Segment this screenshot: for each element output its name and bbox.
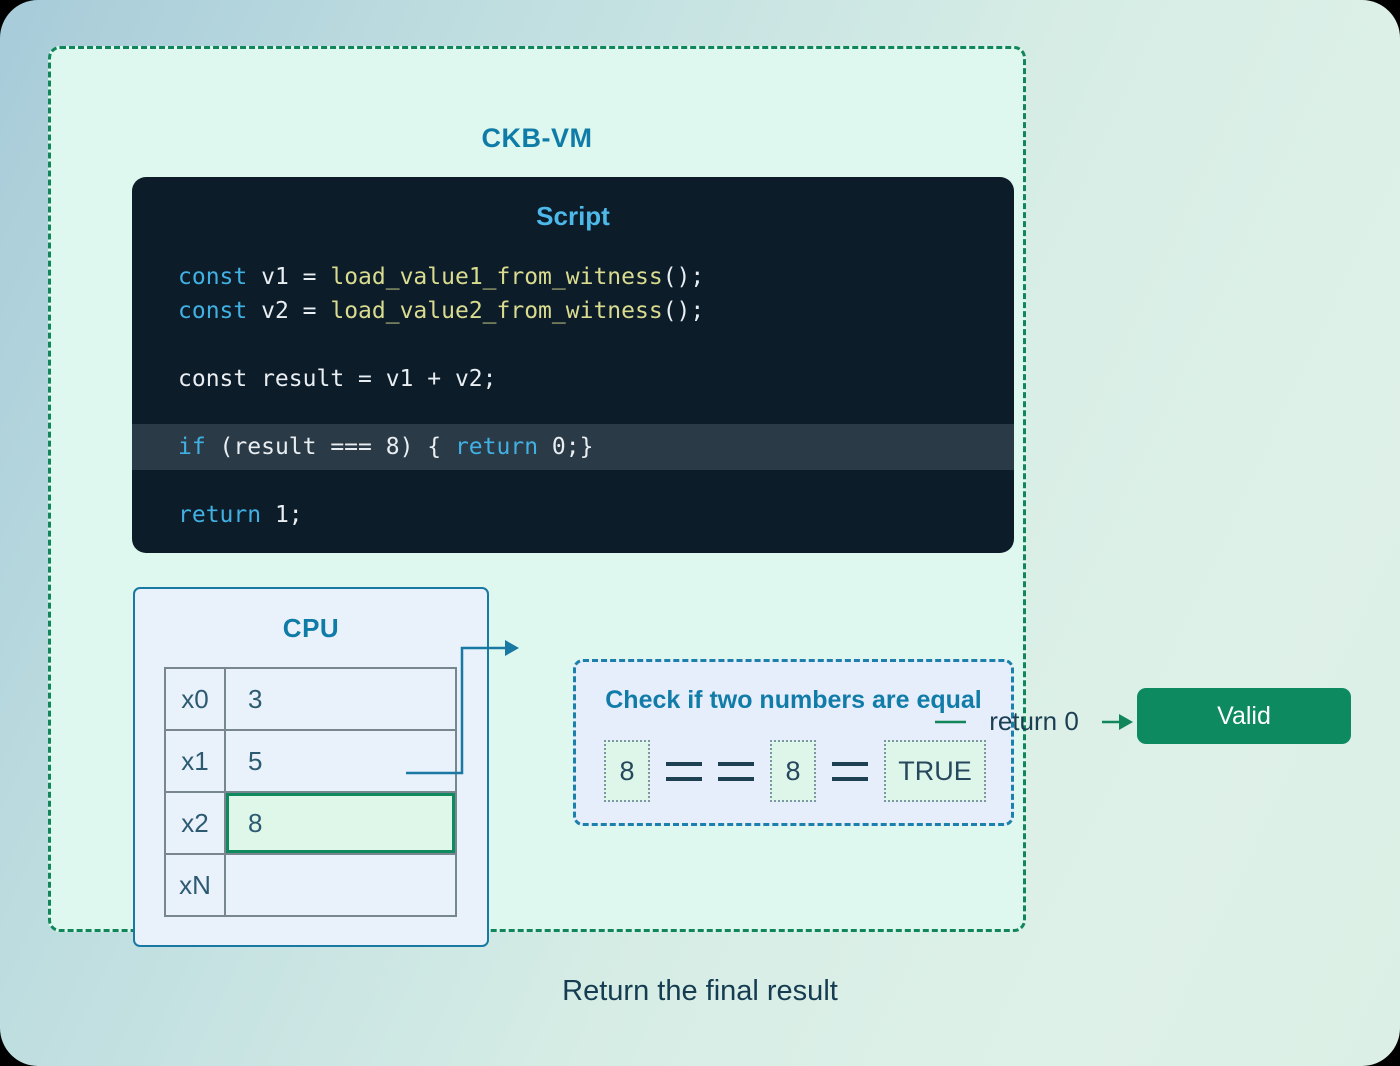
code-line-5: return 1; (178, 498, 303, 532)
register-value (226, 855, 455, 915)
equals-icon (718, 761, 754, 781)
register-name: x0 (166, 669, 226, 729)
code-token: (); (662, 264, 705, 290)
equals-icon (666, 761, 702, 781)
code-token: return (454, 434, 539, 460)
return-zero-label: return 0 (989, 706, 1079, 736)
code-line-3: const result = v1 + v2; (178, 366, 497, 392)
code-token: (result === 8) { (205, 434, 455, 460)
code-token: return (178, 502, 262, 528)
register-value: 5 (248, 745, 263, 776)
equality-expression: 8 8 TRUE (604, 740, 986, 802)
equality-check-title: Check if two numbers are equal (605, 686, 982, 714)
code-line-4: if (result === 8) { return 0;} (132, 424, 1014, 470)
table-row: xN (166, 855, 455, 915)
cpu-container: CPU x0 3 x1 5 x2 8 xN (133, 587, 489, 947)
code-line-2: const v2 = load_value2_from_witness(); (178, 294, 704, 328)
ckb-vm-title: CKB-VM (481, 123, 593, 153)
code-token: load_value2_from_witness (330, 298, 663, 324)
code-token: v1 = (247, 264, 331, 290)
table-row: x0 3 (166, 669, 455, 731)
code-token: (); (662, 298, 705, 324)
equality-check-container: Check if two numbers are equal 8 8 TRUE (573, 659, 1014, 826)
code-token: 1; (261, 502, 303, 528)
cpu-title: CPU (282, 613, 340, 643)
operand-left: 8 (604, 740, 650, 802)
arrowhead-icon (1119, 714, 1133, 730)
highlighted-code-row: if (result === 8) { return 0;} (132, 424, 1014, 470)
code-token: v2 = (247, 298, 331, 324)
code-token: const (178, 298, 248, 324)
register-name: x2 (166, 793, 226, 853)
script-code-block: Script const v1 = load_value1_from_witne… (132, 177, 1014, 553)
script-title: Script (536, 201, 610, 231)
equals-icon (832, 761, 868, 781)
register-name: x1 (166, 731, 226, 791)
code-line-1: const v1 = load_value1_from_witness(); (178, 260, 704, 294)
footer-caption: Return the final result (562, 975, 838, 1007)
code-token: const (178, 264, 248, 290)
code-token: 0;} (538, 434, 594, 460)
register-table: x0 3 x1 5 x2 8 xN (164, 667, 457, 917)
register-value: 3 (248, 683, 263, 714)
register-value-highlighted: 8 (226, 793, 455, 853)
table-row: x2 8 (166, 793, 455, 855)
code-token: load_value1_from_witness (330, 264, 663, 290)
valid-badge: Valid (1137, 688, 1351, 744)
ckb-vm-container: CKB-VM Script const v1 = load_value1_fro… (48, 46, 1026, 947)
code-token: if (178, 434, 206, 460)
register-name: xN (166, 855, 226, 915)
result-value: TRUE (884, 740, 986, 802)
table-row: x1 5 (166, 731, 455, 793)
operand-right: 8 (770, 740, 816, 802)
